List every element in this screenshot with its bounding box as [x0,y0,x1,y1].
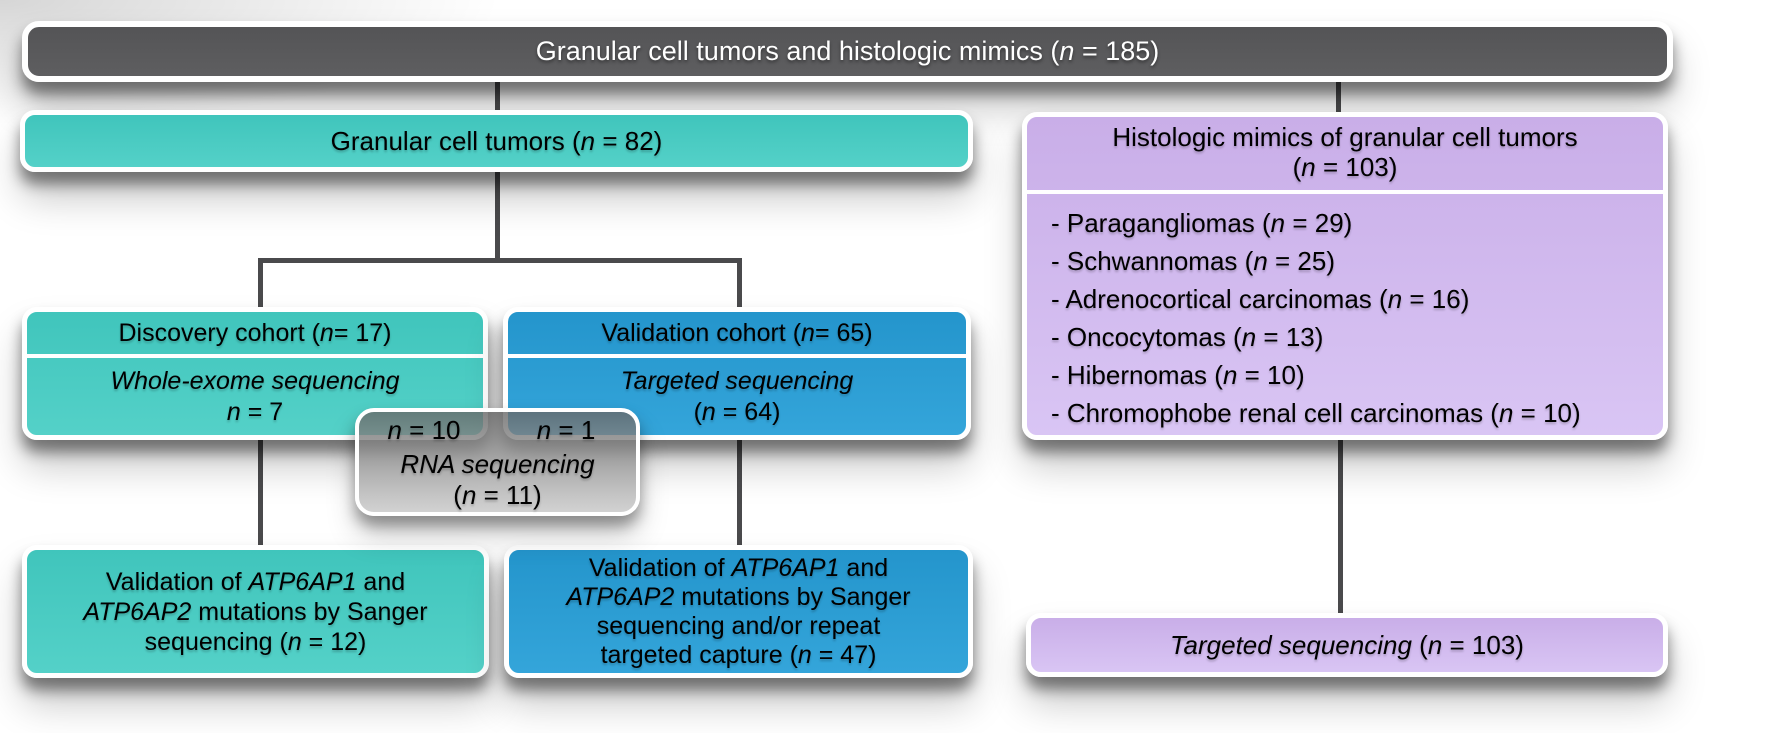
discovery-body: Whole-exome sequencing n = 7 [27,358,483,435]
connector-tbar [258,258,742,263]
sanger-validation-box: Validation of ATP6AP1 and ATP6AP2 mutati… [504,545,973,678]
gct-label: Granular cell tumors (n = 82) [330,125,663,156]
sanger-validation-line2: ATP6AP2 mutations by Sanger [566,582,911,611]
validation-body: Targeted sequencing (n = 64) [508,358,966,435]
sanger-validation-line4: targeted capture (n = 47) [600,640,877,669]
mimics-list-item: - Adrenocortical carcinomas (n = 16) [1051,284,1470,314]
rna-validation-count: n = 1 [536,415,596,445]
connector-tbar-left-drop [258,258,263,309]
sanger-validation-line3: sequencing and/or repeat [596,611,881,640]
connector-root-to-gct [495,80,500,112]
sanger-discovery-line1: Validation of ATP6AP1 and [105,567,406,596]
rna-label-line1: RNA sequencing [400,449,595,479]
root-label: Granular cell tumors and histologic mimi… [535,36,1160,66]
rna-label-line2: (n = 11) [453,480,542,510]
mimics-sequencing-label: Targeted sequencing (n = 103) [1170,629,1524,660]
mimics-list-item: - Oncocytomas (n = 13) [1051,322,1324,352]
root-box: Granular cell tumors and histologic mimi… [22,21,1673,82]
connector-tbar-right-drop [737,258,742,309]
connector-gct-stem [495,170,500,262]
mimics-list-item: - Paragangliomas (n = 29) [1051,208,1353,238]
discovery-body-line1: Whole-exome sequencing [110,366,400,395]
validation-body-line2: (n = 64) [693,397,781,426]
mimics-list-item: - Schwannomas (n = 25) [1051,246,1335,276]
discovery-header: Discovery cohort (n = 17) [27,312,483,358]
sanger-validation-line1: Validation of ATP6AP1 and [588,553,889,582]
connector-root-to-mimics [1336,80,1341,114]
validation-header: Validation cohort (n = 65) [508,312,966,358]
sanger-discovery-line3: sequencing (n = 12) [144,627,367,656]
mimics-title-line1: Histologic mimics of granular cell tumor… [1112,122,1578,152]
mimics-header: Histologic mimics of granular cell tumor… [1027,117,1663,194]
connector-discovery-to-sanger [258,438,263,547]
validation-box: Validation cohort (n = 65) Targeted sequ… [503,307,971,440]
validation-body-line1: Targeted sequencing [620,366,854,395]
sanger-discovery-box: Validation of ATP6AP1 and ATP6AP2 mutati… [22,545,489,678]
mimics-list-item: - Hibernomas (n = 10) [1051,360,1305,390]
connector-mimics-to-sequencing [1338,438,1343,615]
gct-box: Granular cell tumors (n = 82) [20,110,973,172]
mimics-sequencing-box: Targeted sequencing (n = 103) [1026,613,1668,677]
sanger-discovery-line2: ATP6AP2 mutations by Sanger [83,597,428,626]
rna-discovery-count: n = 10 [387,415,461,445]
mimics-title-line2: (n = 103) [1292,152,1398,182]
discovery-body-line2: n = 7 [226,397,284,426]
discovery-box: Discovery cohort (n = 17) Whole-exome se… [22,307,488,440]
connector-validation-to-sanger [737,438,742,547]
mimics-box: Histologic mimics of granular cell tumor… [1022,112,1668,440]
mimics-list: - Paragangliomas (n = 29) - Schwannomas … [1027,194,1663,440]
rna-overlap-box: n = 10 n = 1 RNA sequencing (n = 11) [355,408,640,516]
mimics-list-item: - Chromophobe renal cell carcinomas (n =… [1051,398,1581,428]
